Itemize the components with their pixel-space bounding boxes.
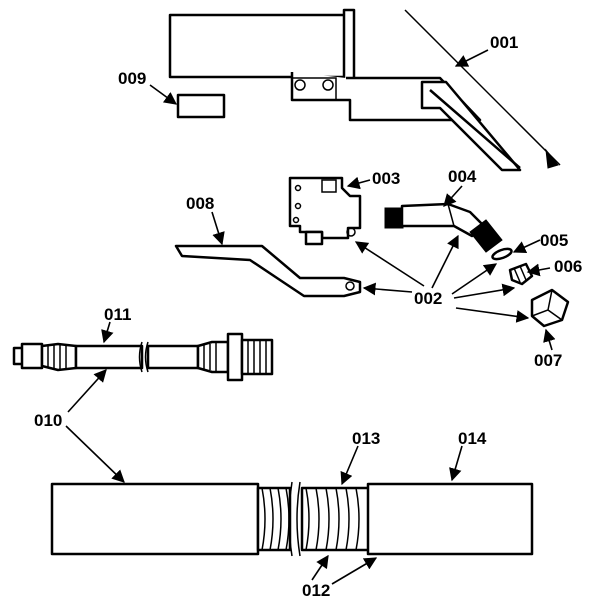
label-013: 013 — [352, 429, 380, 448]
label-006: 006 — [554, 257, 582, 276]
part-001-housing — [168, 8, 561, 172]
part-005-washer — [491, 247, 513, 261]
leader-lines — [65, 49, 556, 585]
part-011-hose — [12, 332, 274, 382]
part-003-valve-body — [288, 176, 362, 246]
part-006-fitting — [508, 262, 534, 286]
part-007-nut — [530, 288, 570, 328]
label-014: 014 — [458, 429, 487, 448]
label-001: 001 — [490, 33, 518, 52]
label-012: 012 — [302, 581, 330, 600]
label-009: 009 — [118, 69, 146, 88]
part-008-lever — [174, 244, 362, 298]
label-002: 002 — [414, 289, 442, 308]
part-004-spout — [384, 202, 503, 253]
label-007: 007 — [534, 351, 562, 370]
label-004: 004 — [448, 167, 477, 186]
label-003: 003 — [372, 169, 400, 188]
label-011: 011 — [104, 305, 131, 324]
part-labels: 001 009 003 004 008 005 006 002 011 007 … — [34, 33, 582, 600]
label-005: 005 — [540, 231, 568, 250]
label-010: 010 — [34, 411, 62, 430]
part-009-block — [176, 93, 226, 119]
part-012-014-sleeve-assembly — [50, 481, 534, 557]
label-008: 008 — [186, 194, 214, 213]
